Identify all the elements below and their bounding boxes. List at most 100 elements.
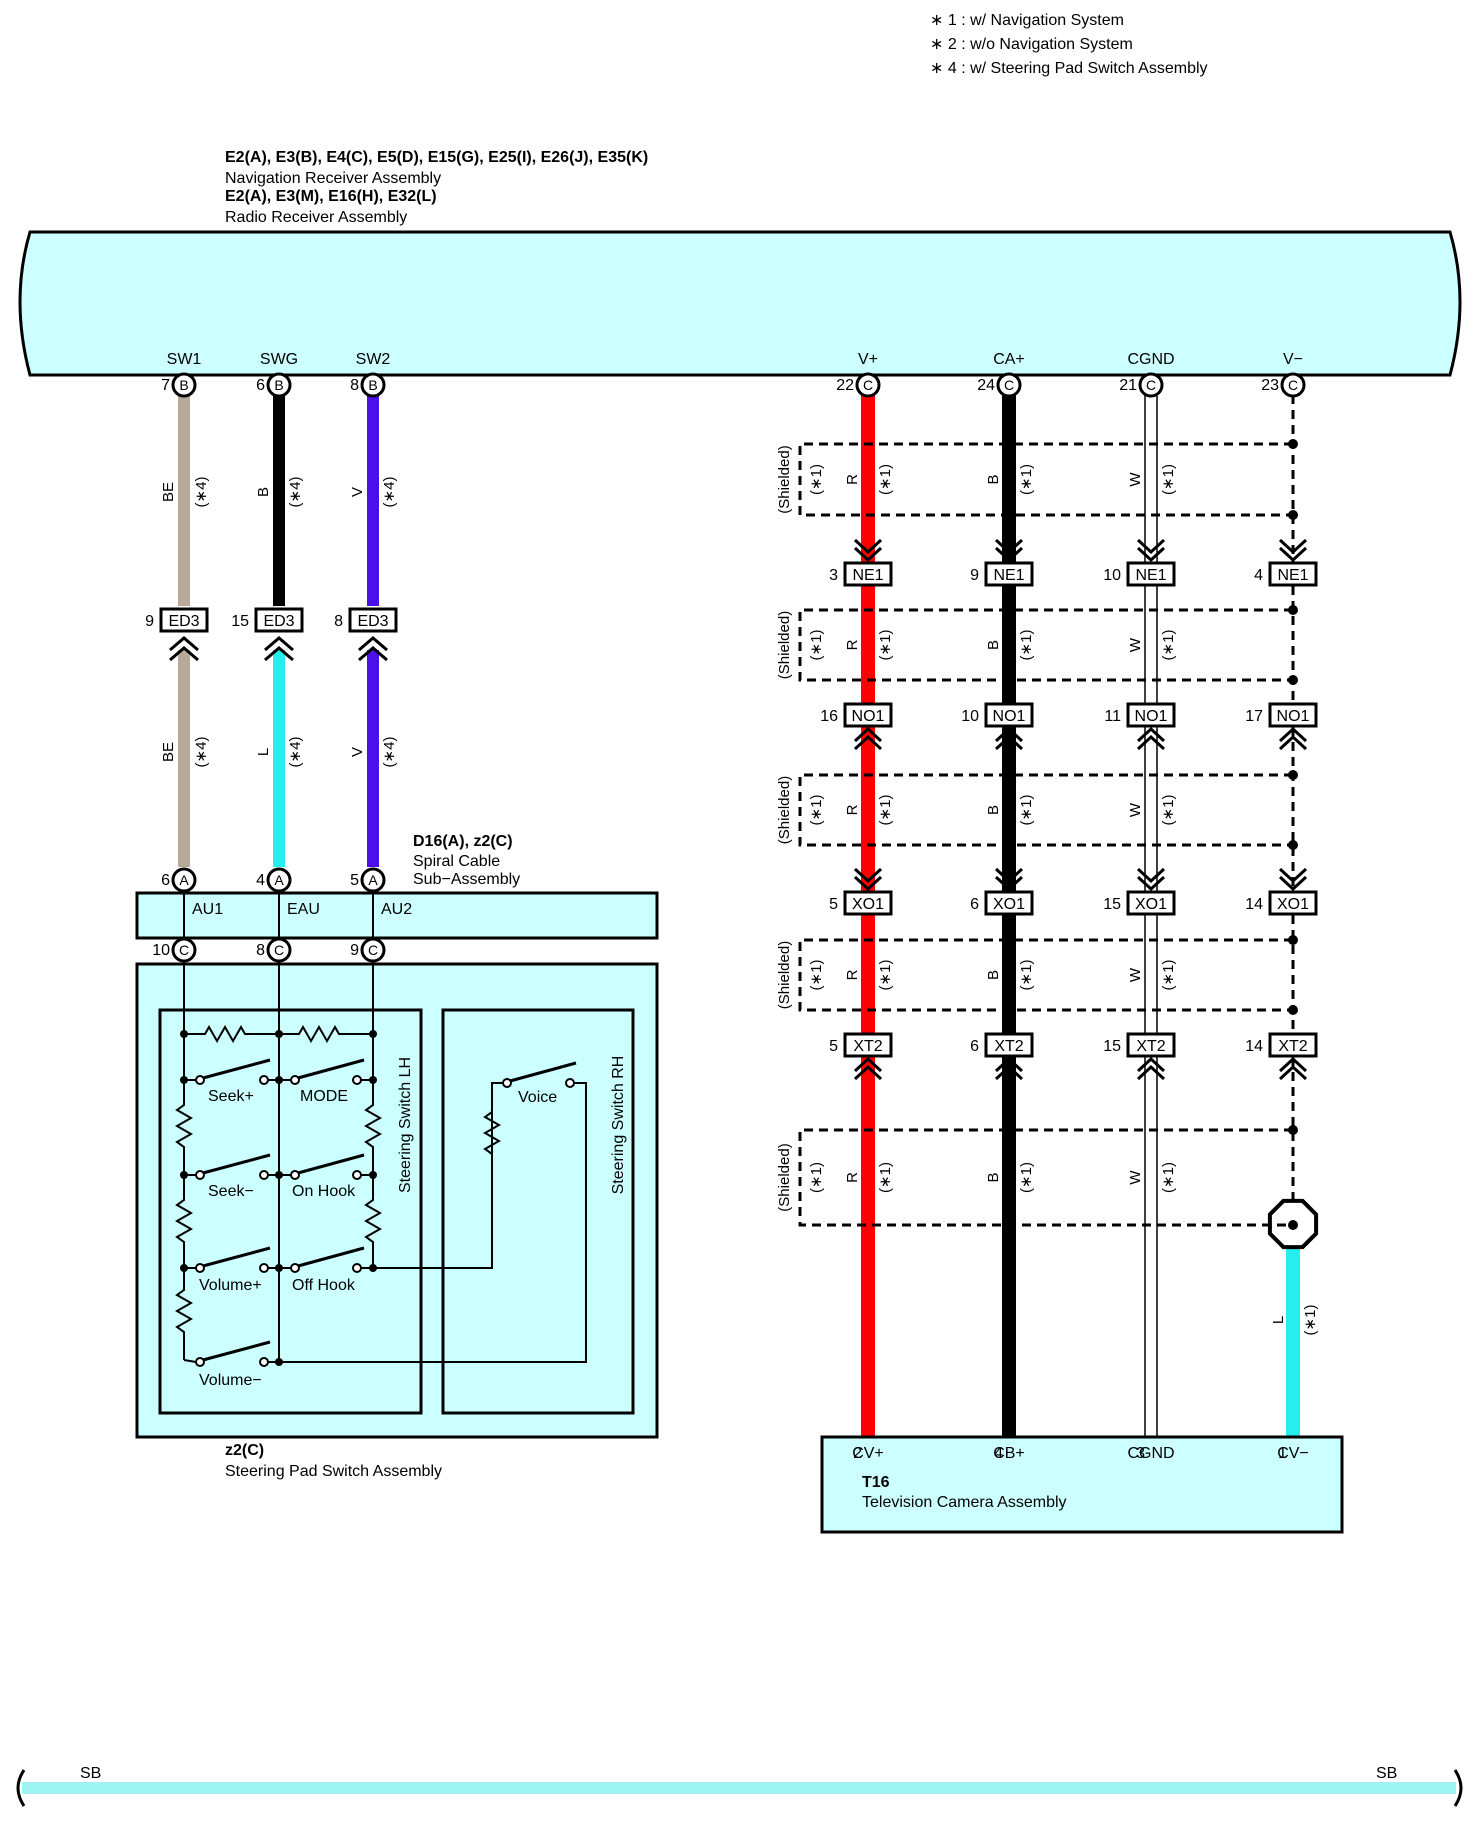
wire-code: W (1127, 802, 1144, 817)
junction-xo1-connector: XO1 5 (829, 867, 893, 916)
junction-name: XO1 (852, 896, 884, 913)
switch-mode: MODE (275, 1058, 377, 1105)
pin-connector-letter: C (368, 942, 378, 958)
shield-note: (∗1) (1160, 1162, 1177, 1193)
junction-pin: 10 (1103, 567, 1121, 584)
shield-note: (∗1) (1160, 630, 1177, 661)
shield-label: (Shielded) (776, 941, 793, 1009)
head-unit-connectors-nav: E2(A), E3(B), E4(C), E5(D), E15(G), E25(… (225, 149, 648, 166)
shield-note: (∗1) (1018, 960, 1035, 991)
shield-note: (∗1) (877, 464, 894, 495)
wire-note: (∗4) (381, 477, 398, 508)
junction-pin: 6 (970, 896, 979, 913)
junction-pin: 16 (820, 708, 838, 725)
shield-label: (Shielded) (776, 611, 793, 679)
spiral-top-pin: A5 (350, 867, 386, 893)
shield-note: (∗1) (1018, 630, 1035, 661)
junction-name: NE1 (993, 567, 1024, 584)
shield-group: (Shielded)(∗1)R(∗1)B(∗1)W(∗1) (776, 605, 1298, 685)
head-unit-name-nav: Navigation Receiver Assembly (225, 170, 441, 187)
wire-note: (∗4) (193, 737, 210, 768)
junction-pin: 14 (1245, 896, 1263, 913)
pin-number: 6 (161, 872, 170, 889)
svg-text:ED3: ED3 (168, 613, 199, 630)
head-unit-connectors-radio: E2(A), E3(M), E16(H), E32(L) (225, 188, 437, 205)
spiral-bottom-pin: C8 (256, 937, 292, 963)
left-wire-harness: ED3 9 ED3 15 ED3 8 BE (∗4) B (∗4) V (∗4)… (145, 395, 398, 867)
wire-code: W (1127, 967, 1144, 982)
shield-note: (∗1) (1160, 795, 1177, 826)
wire-note: (∗4) (193, 477, 210, 508)
note-3: ∗ 4 : w/ Steering Pad Switch Assembly (930, 60, 1208, 77)
television-camera-assembly: 2 4 3 1 CV+ CB+ CGND CV− T16 Television … (820, 1435, 1344, 1534)
junction-name: NO1 (1277, 708, 1310, 725)
right-wire-harness: L (∗1) (Shielded) (∗1) R (∗1) B (∗1) W (∗1) (Shiel… (776, 372, 1319, 1437)
pin-connector-letter: C (179, 942, 189, 958)
junction-pin: 15 (1103, 896, 1121, 913)
shield-note: (∗1) (808, 464, 825, 495)
switch-seek-minus: Seek− (180, 1153, 279, 1200)
ed3-connector-1: ED3 9 (145, 607, 209, 662)
terminal-swg: SWG (260, 351, 298, 368)
camera-pin: 3 (1136, 1445, 1145, 1462)
junction-name: NE1 (1135, 567, 1166, 584)
switch-off-hook: Off Hook (275, 1246, 377, 1294)
shield-note: (∗1) (1160, 960, 1177, 991)
steering-pad-name: Steering Pad Switch Assembly (225, 1463, 442, 1480)
shield-note: (∗1) (808, 960, 825, 991)
junction-pin: 15 (1103, 1038, 1121, 1055)
note-2: ∗ 2 : w/o Navigation System (930, 36, 1133, 53)
button-label: Seek+ (208, 1088, 254, 1105)
button-label: Volume+ (199, 1277, 262, 1294)
switch-lh-box (158, 1008, 423, 1415)
pin-number: 5 (350, 872, 359, 889)
wire-code: B (985, 970, 1002, 980)
shield-note: (∗1) (808, 1162, 825, 1193)
button-label: Voice (518, 1089, 557, 1106)
junction-name: NO1 (993, 708, 1026, 725)
junction-name: NO1 (1135, 708, 1168, 725)
steering-pad-box (135, 962, 659, 1439)
spiral-bottom-pin: C9 (350, 937, 386, 963)
bus-label-right: SB (1376, 1765, 1397, 1782)
wire-code: V (349, 487, 366, 497)
wire-note: (∗1) (1302, 1305, 1319, 1336)
wire-code: R (844, 804, 861, 815)
switch-volume-plus: Volume+ (180, 1246, 279, 1294)
button-label: Seek− (208, 1183, 254, 1200)
head-pin: C21 (1119, 372, 1164, 398)
pin-connector-letter: A (179, 872, 189, 888)
wire-code: L (1270, 1316, 1287, 1324)
bus-line (22, 1782, 1456, 1794)
steering-pad-connector: z2(C) (225, 1442, 264, 1459)
junction-name: XT2 (994, 1038, 1023, 1055)
head-unit-name-radio: Radio Receiver Assembly (225, 209, 407, 226)
wire-code: B (985, 640, 1002, 650)
head-pin: B8 (350, 372, 386, 398)
head-unit-labels: E2(A), E3(B), E4(C), E5(D), E15(G), E25(… (225, 149, 648, 226)
ed3-pin: 8 (334, 613, 343, 630)
shield-note: (∗1) (1018, 795, 1035, 826)
head-unit-box (18, 230, 1462, 377)
pin-connector-letter: C (863, 377, 873, 393)
wire-code: R (844, 474, 861, 485)
pin-number: 8 (350, 377, 359, 394)
junction-pin: 5 (829, 896, 838, 913)
ed3-connector-2: ED3 15 (231, 607, 304, 662)
wire-code: W (1127, 637, 1144, 652)
junction-name: XT2 (1278, 1038, 1307, 1055)
camera-name: Television Camera Assembly (862, 1494, 1067, 1511)
resistor-chain-left (174, 1034, 194, 1360)
shield-label: (Shielded) (776, 1143, 793, 1211)
spiral-cable-box (135, 891, 659, 940)
switch-rh-label: Steering Switch RH (610, 1056, 627, 1195)
wire-code: B (255, 487, 272, 497)
